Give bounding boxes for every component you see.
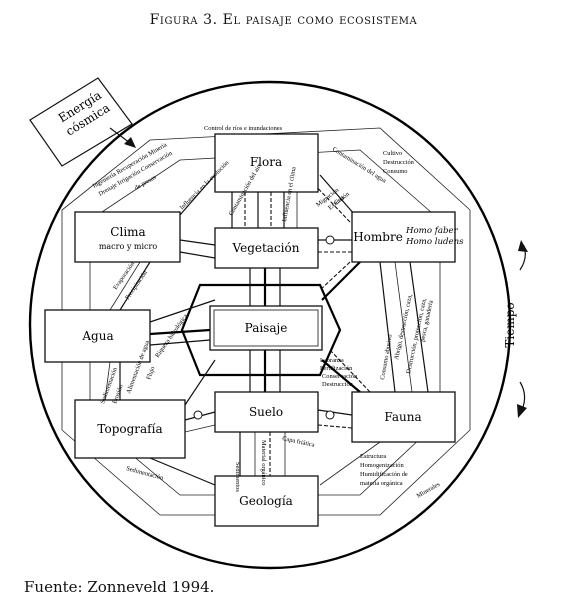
node-clima-sublabel: macro y micro <box>99 242 158 251</box>
node-topografia-label: Topografía <box>97 422 162 436</box>
node-clima: Clima macro y micro <box>74 211 181 263</box>
node-agua-label: Agua <box>81 329 113 343</box>
label-control-rios: Control de ríos e inundaciones <box>204 125 283 132</box>
time-indicator: Tiempo <box>503 240 528 418</box>
label-materia-organica: materia orgánica <box>360 480 403 487</box>
label-labranza: Labranza <box>320 357 344 364</box>
node-clima-label: Clima <box>110 225 145 239</box>
outer-circle <box>28 80 512 570</box>
node-hombre-label: Hombre <box>353 230 403 244</box>
label-ingenieria: Ingeniería Recuperación Minería <box>92 141 169 189</box>
node-paisaje: Paisaje <box>209 305 323 351</box>
energy-input: Energía cósmica <box>29 77 136 167</box>
node-suelo-label: Suelo <box>249 405 283 419</box>
label-homogenizacion: Homogenización <box>360 462 404 469</box>
node-fauna: Fauna <box>351 391 456 443</box>
label-contaminacion-agua: Contaminación del agua <box>331 146 388 185</box>
label-sedimentos: Sedimentos <box>234 462 241 492</box>
label-destruccion-suelo: Destrucción <box>322 381 354 388</box>
label-consumo: Consumo <box>383 168 408 175</box>
label-flujo: Flujo <box>145 366 156 381</box>
label-capa-friatica: Capa friática <box>282 435 316 449</box>
node-hombre: Hombre Homo faber Homo ludens <box>351 211 464 263</box>
node-suelo: Suelo <box>214 391 319 433</box>
label-destruccion: Destrucción <box>383 159 415 166</box>
node-flora-label: Flora <box>250 155 282 169</box>
connection-network <box>61 127 471 516</box>
figure-source: Fuente: Zonneveld 1994. <box>24 578 215 596</box>
node-vegetacion-label: Vegetación <box>232 241 300 255</box>
homo-ludens-label: Homo ludens <box>405 237 464 247</box>
label-cultivo: Cultivo <box>383 150 402 157</box>
node-topografia: Topografía <box>74 399 186 459</box>
label-conservacion: Conservación <box>322 373 358 380</box>
label-estructura: Estructura <box>360 453 386 460</box>
node-geologia: Geología <box>214 475 319 527</box>
node-geologia-label: Geología <box>239 494 293 508</box>
time-label: Tiempo <box>503 302 517 347</box>
label-sedimentacion-bottom: Sedimentación <box>125 465 164 482</box>
homo-faber-label: Homo faber <box>405 226 459 236</box>
label-material-organico: Material orgánico <box>260 440 267 486</box>
node-vegetacion: Vegetación <box>214 227 319 269</box>
label-consumo-abusivo: Consumo abusivo <box>379 334 394 381</box>
node-flora: Flora <box>214 133 319 193</box>
label-minerales: Minerales <box>416 481 442 500</box>
label-humidificacion: Humidificación de <box>360 471 408 478</box>
node-paisaje-label: Paisaje <box>245 321 288 335</box>
node-fauna-label: Fauna <box>384 410 421 424</box>
figure-title: Figura 3. El paisaje como ecosistema <box>149 12 418 28</box>
label-fertilizacion: Fertilización <box>320 365 353 372</box>
node-agua: Agua <box>44 309 151 363</box>
